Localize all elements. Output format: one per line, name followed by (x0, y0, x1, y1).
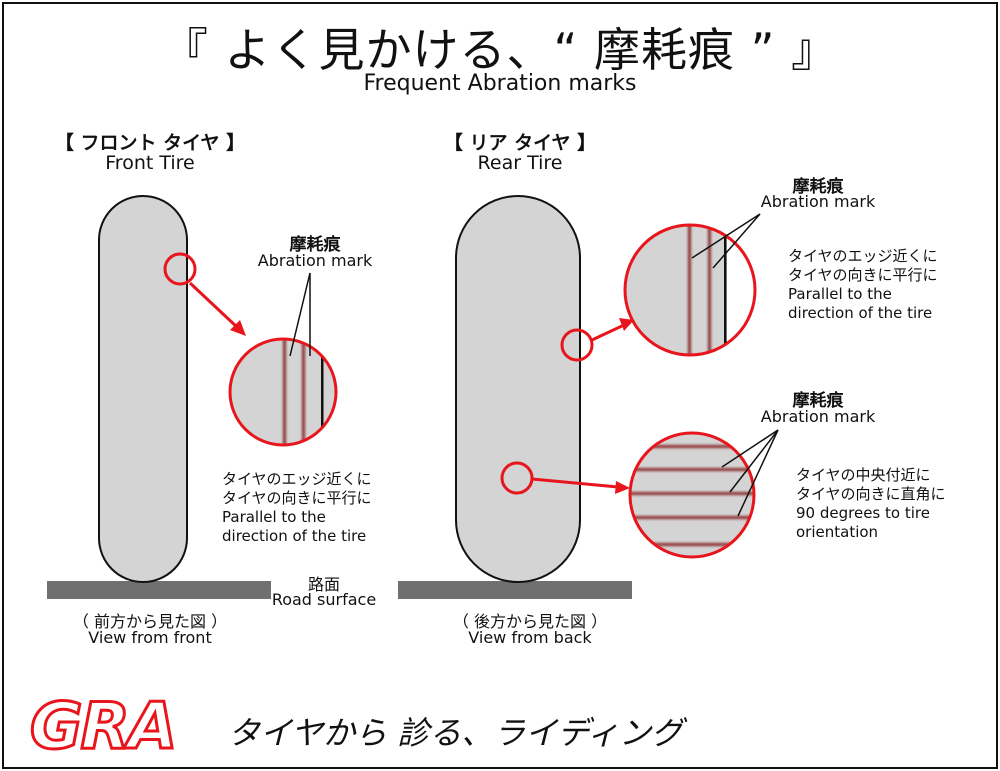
front-caption-en: View from front (88, 628, 212, 647)
rear-edge-pointer-2 (712, 213, 761, 269)
rear-caption-jp: （ 後方から見た図 ） (452, 612, 608, 631)
rear-edge-arrow-line (591, 323, 625, 342)
page-title: 『 よく見かける、“ 摩耗痕 ” 』 (161, 23, 839, 77)
rear-center-magnified-view (628, 431, 756, 559)
rear-center-pointer-1 (721, 429, 779, 468)
rear-center-highlight-circle (500, 461, 534, 495)
rear-center-mark-label-en: Abration mark (760, 407, 876, 426)
rear-edge-highlight-circle (560, 328, 594, 362)
road-surface-front (47, 581, 271, 599)
rear-edge-description: タイヤのエッジ近くに タイヤの向きに平行に Parallel to the di… (788, 247, 938, 322)
rear-center-arrow-line (531, 477, 619, 489)
rear-tire (455, 195, 581, 583)
front-arrow-head (230, 320, 246, 336)
front-highlight-circle (163, 252, 197, 286)
front-tire-header-en: Front Tire (105, 152, 195, 174)
front-caption-jp: （ 前方から見た図 ） (72, 612, 228, 631)
road-label-jp: 路面 (307, 575, 340, 594)
footer-tagline: タイヤから 診る、ライディング (228, 714, 683, 752)
front-pointer-1 (289, 272, 311, 357)
rear-edge-mark-label-jp: 摩耗痕 (792, 177, 844, 197)
rear-caption-en: View from back (468, 628, 592, 647)
page-subtitle: Frequent Abration marks (363, 71, 637, 96)
front-description: タイヤのエッジ近くに タイヤの向きに平行に Parallel to the di… (222, 470, 372, 545)
rear-edge-arrow-head (619, 318, 634, 331)
rear-edge-pointer-1 (691, 213, 761, 259)
rear-tire-header-jp: 【 リア タイヤ 】 (443, 132, 597, 154)
road-label-en: Road surface (271, 590, 377, 609)
rear-edge-mark-label-en: Abration mark (760, 192, 876, 211)
gra-logo: GRA (28, 689, 178, 766)
rear-center-arrow-head (615, 481, 630, 494)
rear-center-mark-label-jp: 摩耗痕 (792, 391, 844, 411)
front-tire-header-jp: 【 フロント タイヤ 】 (54, 132, 246, 154)
front-tire (98, 195, 188, 583)
front-mark-label-en: Abration mark (257, 251, 373, 270)
rear-center-pointer-3 (737, 429, 779, 517)
road-surface-rear (398, 581, 632, 599)
front-mark-label-jp: 摩耗痕 (289, 235, 341, 255)
rear-tire-header-en: Rear Tire (477, 152, 563, 174)
front-arrow-line (188, 281, 240, 330)
rear-center-pointer-2 (729, 429, 779, 493)
rear-center-description: タイヤの中央付近に タイヤの向きに直角に 90 degrees to tire … (796, 466, 946, 541)
front-magnified-view (228, 337, 338, 447)
